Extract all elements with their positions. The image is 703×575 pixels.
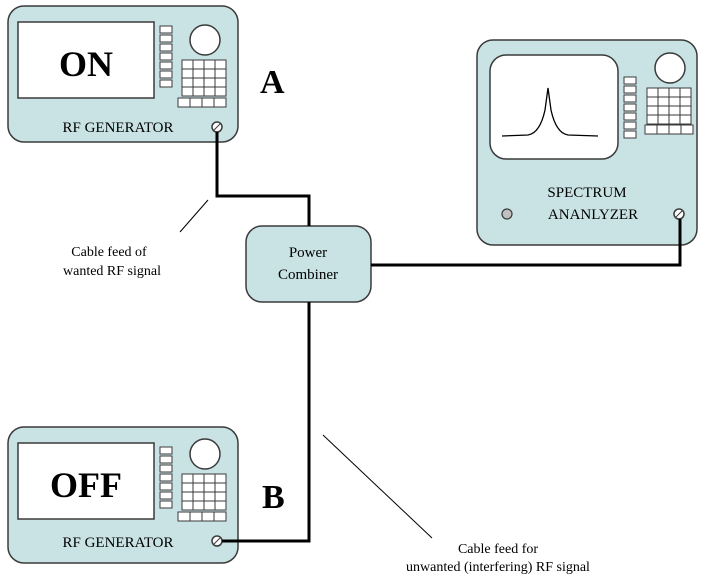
- unwanted-annotation-leader: [322, 434, 433, 539]
- spectrum-analyzer: SPECTRUM ANANLYZER: [476, 39, 698, 246]
- analyzer-side-buttons: [623, 76, 637, 139]
- analyzer-screen: [489, 54, 619, 160]
- generator-a-port-mark: [213, 123, 221, 131]
- wanted-annotation-line1: Cable feed of: [71, 245, 147, 260]
- generator-a-knob: [189, 24, 221, 56]
- generator-b-screen: [17, 442, 155, 520]
- generator-b-letter: B: [262, 479, 285, 516]
- generator-a-display-text: ON: [59, 44, 113, 84]
- analyzer-knob: [654, 52, 686, 84]
- combiner-label-line1: Power: [289, 245, 327, 261]
- analyzer-indicator-led: [501, 208, 513, 220]
- cable-generator-b-to-combiner: [222, 302, 311, 543]
- analyzer-label-line2: ANANLYZER: [548, 207, 638, 223]
- rf-generator-b: OFF RF GENERATOR: [7, 426, 239, 564]
- combiner-label-line2: Combiner: [278, 267, 338, 283]
- generator-a-screen: [17, 21, 155, 99]
- analyzer-port-mark: [675, 210, 683, 218]
- wanted-annotation-line2: wanted RF signal: [63, 264, 161, 279]
- generator-b-keypad: [177, 473, 227, 522]
- unwanted-annotation-line1: Cable feed for: [458, 542, 538, 557]
- rf-generator-a: ON RF GENERATOR: [7, 5, 239, 143]
- generator-a-keypad: [177, 59, 227, 108]
- generator-b-knob: [189, 438, 221, 470]
- generator-a-label: RF GENERATOR: [63, 120, 174, 136]
- generator-b-label: RF GENERATOR: [63, 535, 174, 551]
- generator-a-letter: A: [260, 64, 285, 101]
- combiner-body: [245, 225, 372, 303]
- generator-b-display-text: OFF: [50, 465, 122, 505]
- analyzer-keypad: [644, 87, 694, 135]
- wanted-annotation-leader: [179, 199, 209, 233]
- cable-combiner-to-analyzer: [371, 219, 682, 267]
- generator-b-side-buttons: [159, 446, 173, 509]
- unwanted-annotation-line2: unwanted (interfering) RF signal: [406, 560, 590, 575]
- generator-a-side-buttons: [159, 25, 173, 88]
- cable-generator-a-to-combiner: [215, 132, 311, 226]
- power-combiner: Power Combiner: [245, 225, 372, 303]
- analyzer-label-line1: SPECTRUM: [547, 185, 626, 201]
- analyzer-spectrum-trace: [501, 87, 599, 137]
- generator-b-port-mark: [213, 537, 221, 545]
